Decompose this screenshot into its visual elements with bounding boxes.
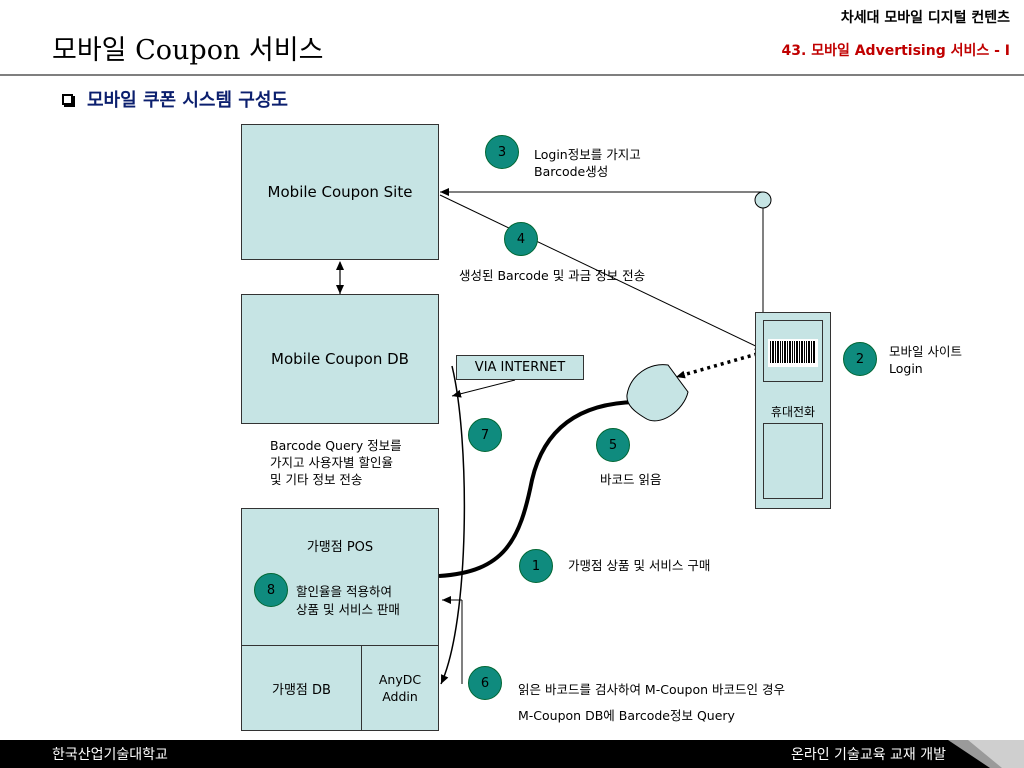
step-2-note-line-1: 모바일 사이트 — [889, 344, 962, 359]
mobile-coupon-db-box: Mobile Coupon DB — [241, 294, 439, 424]
arrow-db-to-addin — [440, 365, 466, 685]
anydc-addin-box: AnyDC Addin — [361, 645, 439, 731]
arrow-barcode-to-phone — [439, 194, 765, 351]
step-6-badge: 6 — [468, 666, 502, 700]
mobile-coupon-site-box: Mobile Coupon Site — [241, 124, 439, 260]
header-section-title: 43. 모바일 Advertising 서비스 - I — [781, 43, 1010, 59]
barcode-icon — [768, 339, 818, 367]
header-divider — [0, 74, 1024, 76]
subtitle-row: 모바일 쿠폰 시스템 구성도 — [62, 86, 288, 112]
phone-label: 휴대전화 — [770, 405, 816, 419]
step-2-badge: 2 — [843, 342, 877, 376]
store-db-box: 가맹점 DB — [241, 645, 362, 731]
step-4-note: 생성된 Barcode 및 과금 정보 전송 — [459, 268, 646, 283]
step-2-note: 모바일 사이트 Login — [889, 343, 962, 377]
anydc-label-1: AnyDC — [378, 672, 422, 687]
diagram-subtitle: 모바일 쿠폰 시스템 구성도 — [87, 90, 288, 111]
phone-barcode-panel — [763, 320, 823, 382]
pos-note-line-2: 상품 및 서비스 판매 — [296, 602, 400, 617]
step-3-badge: 3 — [485, 135, 519, 169]
step-6-note-line-1: 읽은 바코드를 검사하여 M-Coupon 바코드인 경우 — [518, 682, 785, 697]
store-pos-label: 가맹점 POS — [306, 540, 374, 555]
arrow-via-internet — [451, 379, 516, 398]
step-7-note-line-2: 가지고 사용자별 할인율 — [270, 455, 393, 470]
page-title: 모바일 Coupon 서비스 — [52, 35, 324, 66]
step-7-badge: 7 — [468, 418, 502, 452]
anydc-label-2: Addin — [382, 689, 418, 704]
phone-keypad-panel — [763, 423, 823, 499]
step-7-note-line-3: 및 기타 정보 전송 — [270, 472, 363, 487]
footer-bar — [0, 740, 1024, 768]
step-4-badge: 4 — [504, 222, 538, 256]
via-internet-label: VIA INTERNET — [456, 355, 584, 380]
arrow-login-to-site — [440, 188, 764, 312]
footer-university: 한국산업기술대학교 — [52, 747, 168, 763]
step-5-note: 바코드 읽음 — [600, 472, 662, 487]
step-5-badge: 5 — [596, 428, 630, 462]
step-7-note-line-1: Barcode Query 정보를 — [270, 438, 402, 453]
barcode-scanner-icon — [626, 364, 689, 422]
scanner-cable — [438, 400, 641, 578]
step-1-note: 가맹점 상품 및 서비스 구매 — [568, 558, 711, 573]
step-2-note-line-2: Login — [889, 361, 923, 376]
checkbox-bullet-icon — [62, 93, 73, 105]
step-3-note-line-1: Login정보를 가지고 — [534, 147, 641, 162]
step-3-note: Login정보를 가지고 Barcode생성 — [534, 146, 641, 180]
step-3-note-line-2: Barcode생성 — [534, 164, 609, 179]
step-6-note: 읽은 바코드를 검사하여 M-Coupon 바코드인 경우 M-Coupon D… — [518, 677, 785, 729]
store-pos-note: 할인율을 적용하여 상품 및 서비스 판매 — [296, 583, 400, 619]
step-6-note-line-2: M-Coupon DB에 Barcode정보 Query — [518, 708, 735, 723]
step-7-note: Barcode Query 정보를 가지고 사용자별 할인율 및 기타 정보 전… — [270, 437, 402, 488]
step-1-badge: 1 — [519, 549, 553, 583]
scan-beam — [675, 350, 765, 379]
footer-project: 온라인 기술교육 교재 개발 — [790, 747, 946, 763]
header-course-title: 차세대 모바일 디지털 컨텐츠 — [840, 10, 1010, 26]
step-8-badge: 8 — [254, 573, 288, 607]
pos-note-line-1: 할인율을 적용하여 — [296, 584, 392, 599]
login-connector-node — [754, 191, 772, 209]
